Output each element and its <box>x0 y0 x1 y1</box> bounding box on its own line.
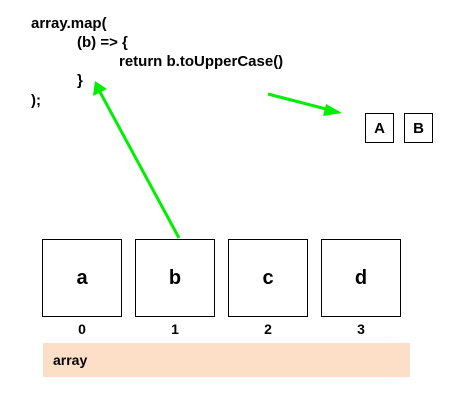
index-label: 0 <box>78 321 86 337</box>
array-band-label: array <box>53 352 88 368</box>
index-label: 1 <box>171 321 179 337</box>
result-box: B <box>404 113 433 143</box>
arrow-cell-to-param <box>98 91 181 239</box>
array-cell: c <box>228 239 308 317</box>
arrow-return-to-result <box>267 92 331 112</box>
index-label: 2 <box>264 321 272 337</box>
result-box: A <box>365 113 394 143</box>
arrow-return-to-result-head <box>323 104 342 116</box>
code-line-close-paren: ); <box>31 92 41 109</box>
array-cell: b <box>135 239 215 317</box>
code-line-map-call: array.map( <box>31 15 107 32</box>
array-band: array <box>43 343 410 377</box>
code-line-close-brace: } <box>77 72 83 89</box>
code-line-callback-param: (b) => { <box>77 34 128 51</box>
index-label: 3 <box>357 321 365 337</box>
arrow-cell-to-param-head <box>93 81 107 96</box>
array-cell: d <box>321 239 401 317</box>
code-line-return: return b.toUpperCase() <box>119 53 284 70</box>
array-cell: a <box>42 239 122 317</box>
